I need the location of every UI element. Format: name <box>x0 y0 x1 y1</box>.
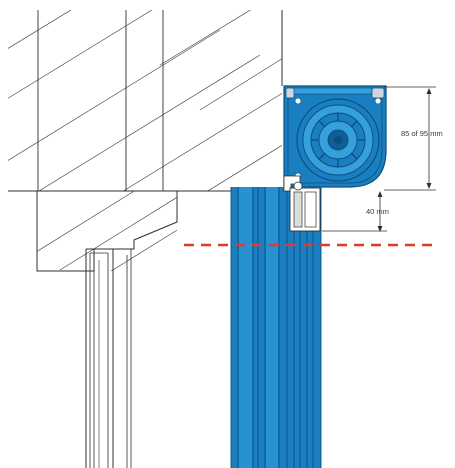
box-height-label: 85 of 95 mm <box>401 129 443 138</box>
dimension-box-height <box>384 86 436 191</box>
roller-tube <box>294 97 382 182</box>
window-head-block <box>36 190 178 272</box>
dimension-clearance <box>322 191 387 232</box>
window-frame <box>85 248 134 468</box>
shutter-curtain <box>230 187 322 468</box>
bottom-slat <box>283 175 321 232</box>
clearance-label: 40 mm <box>366 207 389 216</box>
